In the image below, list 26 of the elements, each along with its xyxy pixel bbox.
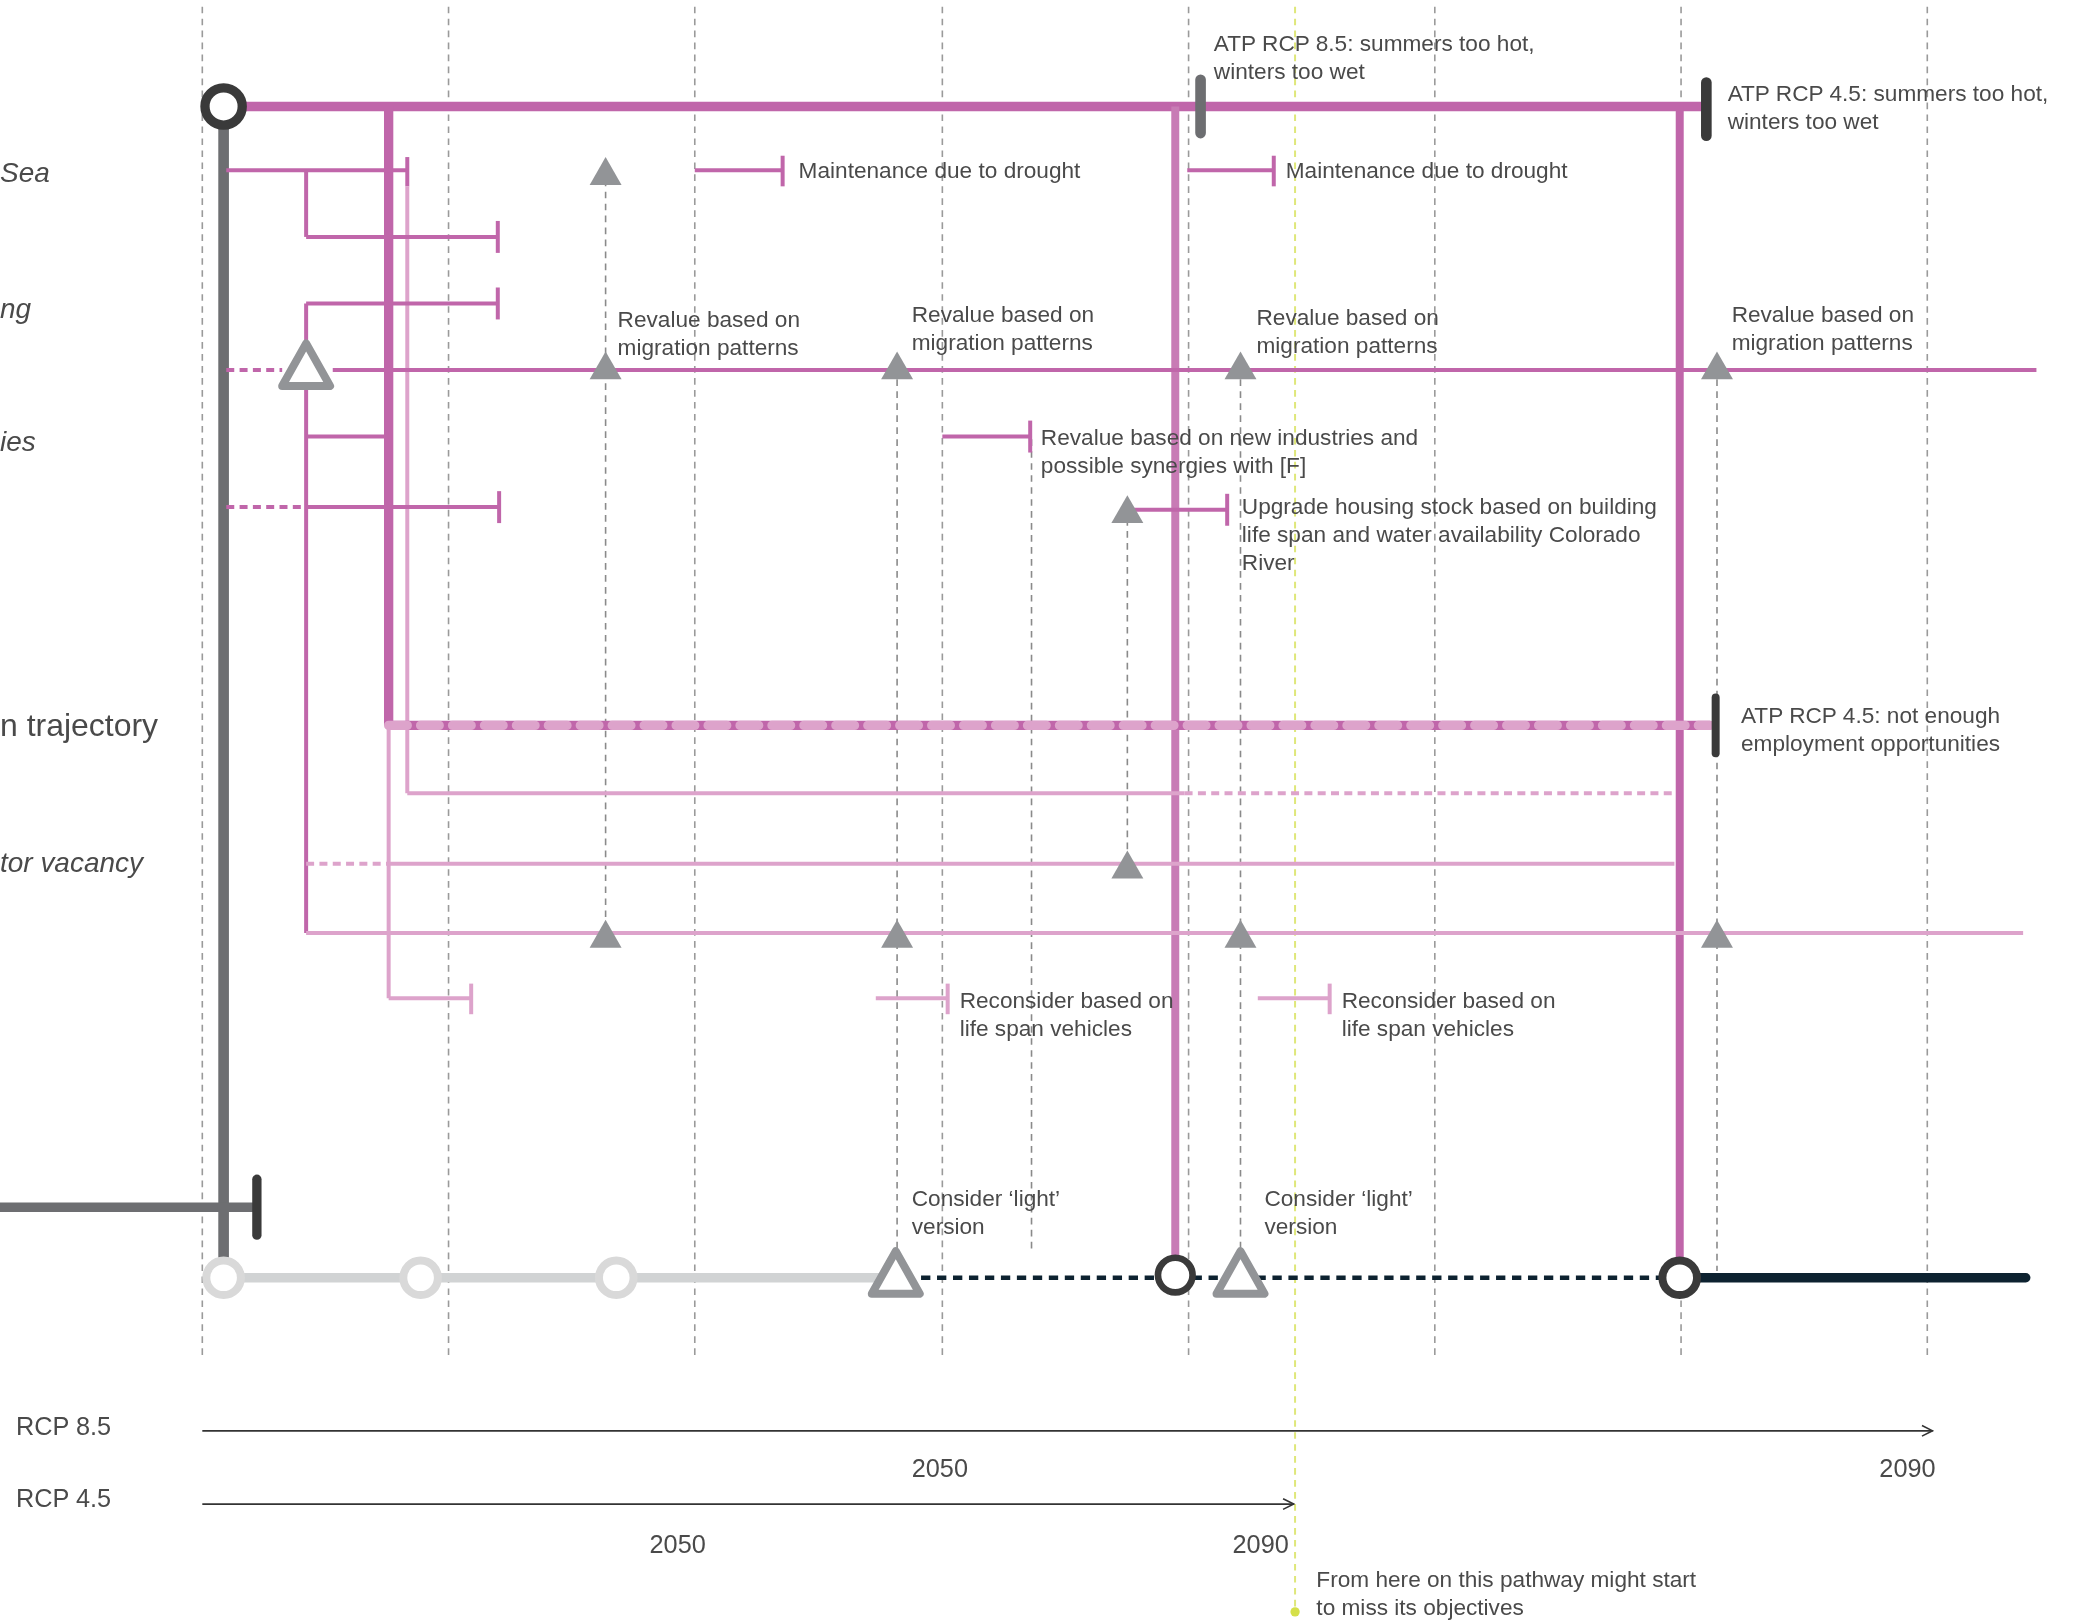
row-label: Sea [0,156,50,190]
action-note: Revalue based on migration patterns [1731,301,1916,357]
year-label: 2090 [1879,1453,1936,1485]
year-label: 2050 [911,1453,968,1485]
row-label: n trajectory [0,705,158,745]
atp-note: ATP RCP 8.5: summers too hot, winters too wet [1213,29,1536,86]
action-note: Maintenance due to drought [1285,157,1568,185]
action-note: Revalue based on migration patterns [911,301,1096,357]
year-label: 2050 [649,1529,706,1560]
scenario-label: RCP 4.5 [15,1483,112,1514]
atp-note: ATP RCP 4.5: summers too hot, winters too wet [1727,80,2050,136]
action-note: Revalue based on migration patterns [617,306,801,363]
year-label: 2090 [1232,1529,1289,1560]
action-note: Maintenance due to drought [798,157,1081,185]
action-note: Reconsider based on life span vehicles [1341,986,1557,1043]
action-note: Revalue based on migration patterns [1256,303,1440,360]
row-label: ng [0,291,32,326]
action-note: Consider ‘light’ version [1264,1184,1413,1241]
atp-note: ATP RCP 4.5: not enough employment opportunities [1740,701,2002,758]
row-label: tor vacancy [0,845,143,880]
row-label: ies [0,424,36,459]
scenario-label: RCP 8.5 [15,1411,112,1442]
action-note: Upgrade housing stock based on building life span and water availability Colorado River [1241,492,1658,577]
threshold-note: From here on this pathway might start to miss its objectives [1316,1565,1698,1622]
action-note: Reconsider based on life span vehicles [959,986,1175,1043]
action-note: Consider ‘light’ version [911,1184,1061,1241]
